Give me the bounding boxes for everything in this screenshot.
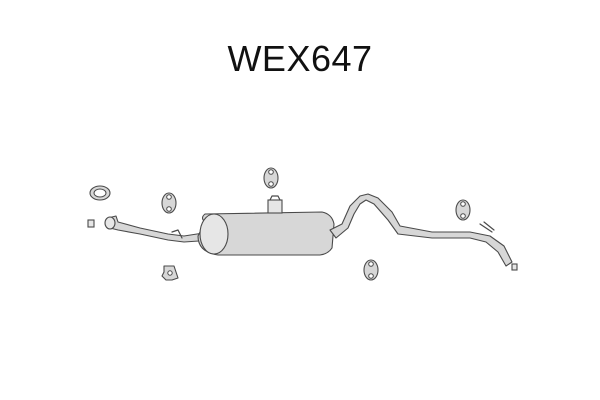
rubber-mount-icon xyxy=(161,192,177,214)
silencer-box-icon xyxy=(197,195,335,256)
rubber-mount-icon xyxy=(455,199,471,221)
mounting-bracket-icon xyxy=(161,265,179,281)
part-number-title: WEX647 xyxy=(227,38,373,79)
tail-pipe-icon xyxy=(329,193,518,271)
gasket-ring-icon xyxy=(89,185,111,201)
rubber-mount-icon xyxy=(363,259,379,281)
clamp-icon xyxy=(87,219,95,228)
rubber-mount-icon xyxy=(263,167,279,189)
